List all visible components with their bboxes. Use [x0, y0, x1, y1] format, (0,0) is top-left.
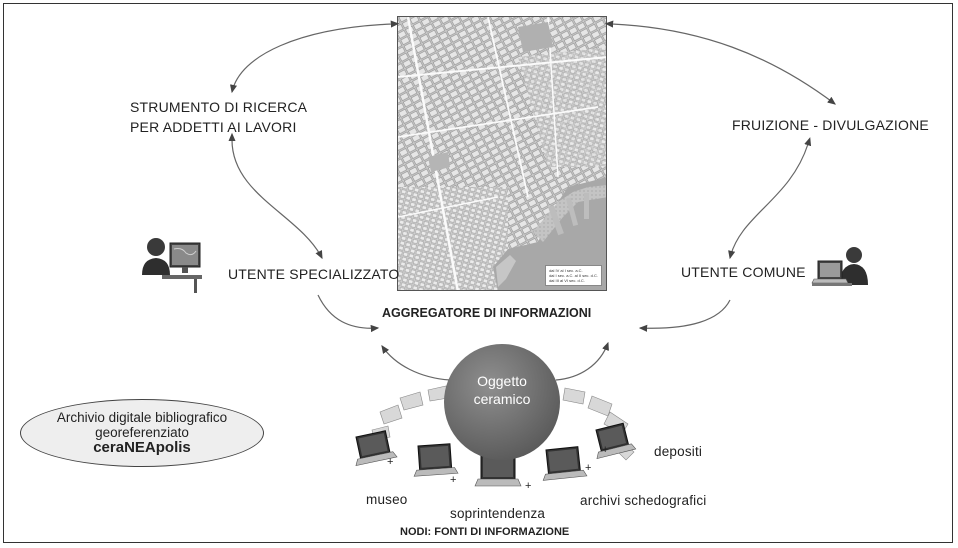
city-map: dal IV al I sec. a.C. dal I sec. a.C. al…: [397, 16, 607, 291]
legend-item: dal III al VI sec. d.C.: [549, 278, 585, 283]
plus-sign: +: [525, 480, 532, 492]
oggetto-line2: ceramico: [473, 391, 531, 407]
map-legend: dal IV al I sec. a.C. dal I sec. a.C. al…: [545, 265, 602, 286]
plus-sign: +: [387, 456, 394, 468]
map-image: [398, 17, 606, 290]
fruizione-label: FRUIZIONE - DIVULGAZIONE: [732, 117, 929, 133]
plus-sign: +: [602, 444, 609, 456]
archivi-schedografici-label: archivi schedografici: [580, 493, 707, 508]
soprintendenza-label: soprintendenza: [450, 506, 546, 521]
oggetto-ceramico-node: Oggetto ceramico: [444, 344, 560, 460]
specialist-user-icon: [138, 235, 208, 302]
diagram-frame: [3, 3, 953, 543]
aggregatore-label: AGGREGATORE DI INFORMAZIONI: [382, 306, 592, 320]
legend-item: dal I sec. a.C. al II sec. d.C.: [549, 273, 598, 278]
plus-sign: +: [585, 462, 592, 474]
archivio-brand: ceraNEApolis: [93, 439, 191, 456]
museo-label: museo: [366, 492, 408, 507]
oggetto-line1: Oggetto: [477, 373, 527, 389]
depositi-label: depositi: [654, 444, 703, 459]
strumento-label-line1: STRUMENTO DI RICERCA: [130, 99, 308, 115]
utente-comune-label: UTENTE COMUNE: [681, 264, 806, 280]
legend-item: dal IV al I sec. a.C.: [549, 268, 583, 273]
strumento-label-line2: PER ADDETTI AI LAVORI: [130, 119, 297, 135]
common-user-icon: [810, 245, 872, 302]
archivio-line1: Archivio digitale bibliografico: [56, 410, 228, 425]
archivio-line2: georeferenziato: [95, 425, 189, 440]
utente-specializzato-label: UTENTE SPECIALIZZATO: [228, 266, 400, 282]
plus-sign: +: [450, 474, 457, 486]
nodi-label: NODI: FONTI DI INFORMAZIONE: [400, 526, 570, 538]
archivio-ellipse: Archivio digitale bibliografico georefer…: [20, 399, 264, 467]
